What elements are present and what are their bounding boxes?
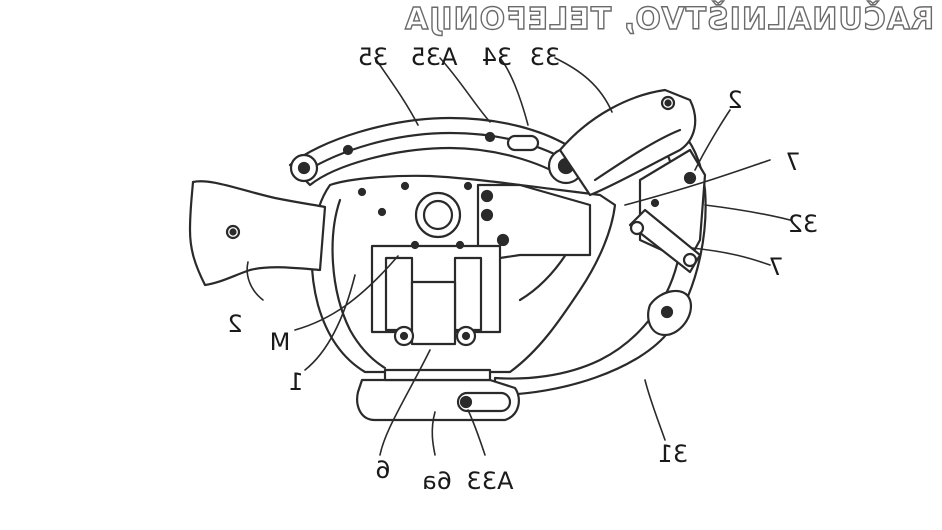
- label-7-top: 7: [785, 148, 800, 176]
- arm-35-rib: [303, 131, 572, 174]
- lever-33: [558, 88, 697, 197]
- handle-2: [188, 180, 327, 287]
- link-7: [628, 208, 702, 274]
- label-2-top: 2: [727, 86, 742, 114]
- label-m: M: [270, 328, 291, 356]
- slot-a33: [456, 391, 512, 413]
- label-6: 6: [375, 456, 390, 484]
- label-6a: 6a: [422, 467, 452, 495]
- label-33: 33: [530, 43, 561, 71]
- label-32: 32: [788, 210, 819, 238]
- label-a35: A35: [411, 43, 458, 71]
- arm-35: [288, 116, 577, 187]
- slot-34: [506, 134, 540, 152]
- leader-lines: [246, 57, 791, 456]
- label-a33: A33: [467, 467, 514, 495]
- housing-inner-curve: [331, 198, 387, 370]
- label-1: 1: [288, 368, 303, 396]
- callout-labels: 33 34 A35 35 2 7 32 7 2 M 1 31 6 6a A33: [227, 43, 818, 495]
- label-2-left: 2: [227, 310, 242, 338]
- label-31: 31: [658, 440, 689, 468]
- label-35: 35: [358, 43, 389, 71]
- label-34: 34: [482, 43, 513, 71]
- label-7-bottom: 7: [768, 253, 783, 281]
